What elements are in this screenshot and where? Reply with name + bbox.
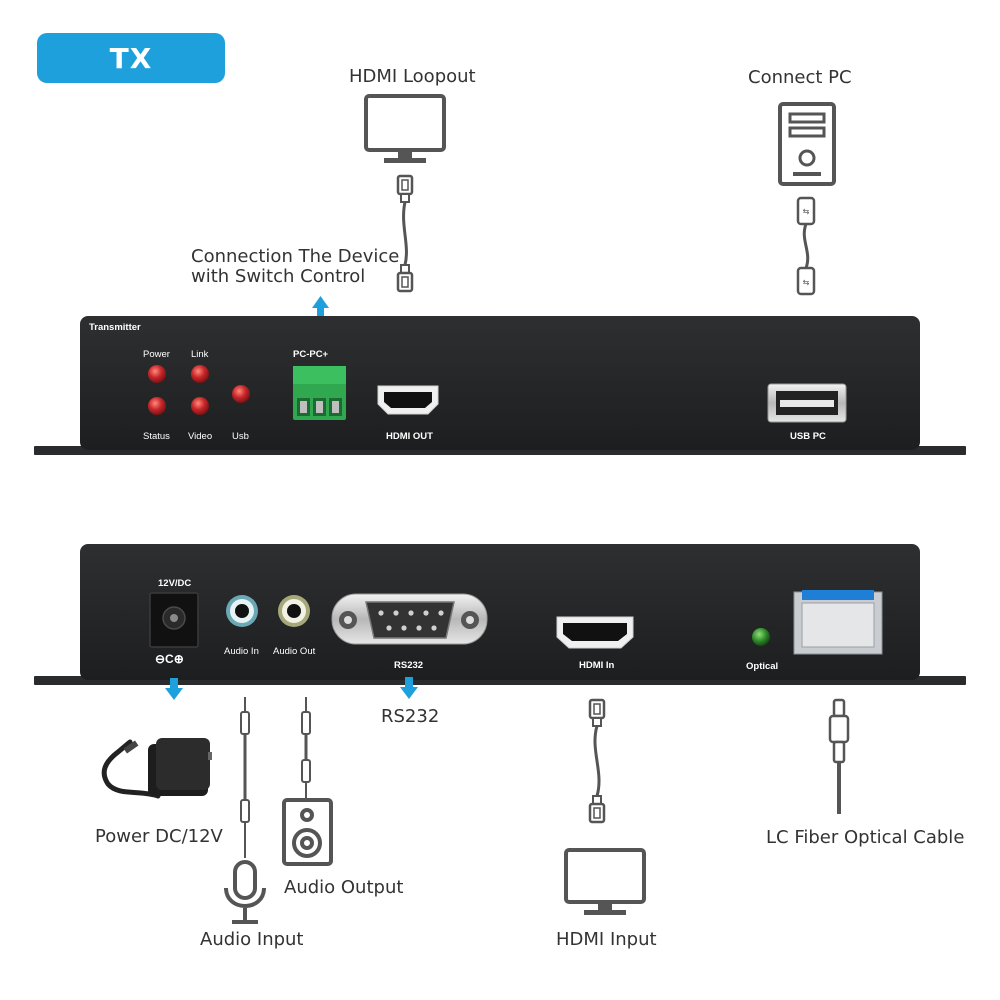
audio-in-jack [226, 595, 258, 627]
led-link [191, 365, 209, 383]
svg-text:⇆: ⇆ [803, 278, 810, 287]
audio-out-jack [278, 595, 310, 627]
led-usb [232, 385, 250, 403]
usb-pc-label: USB PC [790, 431, 826, 442]
panel-title: Transmitter [89, 322, 141, 333]
fiber-cable-icon [828, 698, 850, 814]
dc-polarity-label: ⊖C⊕ [155, 652, 184, 666]
hdmi-cable-icon-top [396, 174, 414, 293]
rs232-panel-label: RS232 [394, 660, 424, 671]
optical-label: Optical [746, 661, 779, 672]
monitor-icon-input [564, 848, 646, 915]
audio-output-label: Audio Output [284, 877, 404, 898]
led-video [191, 397, 209, 415]
speaker-icon [282, 798, 333, 866]
rs232-callout-label: RS232 [381, 706, 440, 727]
switch-control-label-line1: Connection The Device [191, 246, 400, 267]
rs232-port [331, 593, 488, 645]
switch-control-label-line2: with Switch Control [191, 266, 366, 287]
led-power-label: Power [143, 349, 170, 360]
audio-in-label: Audio In [224, 646, 259, 657]
led-usb-label: Usb [232, 431, 249, 442]
power-adapter-icon [101, 738, 212, 799]
arrow-up-icon [312, 296, 329, 320]
fiber-cable-label: LC Fiber Optical Cable [766, 827, 965, 848]
led-power [148, 365, 166, 383]
dc-jack [149, 592, 199, 648]
tx-badge: TX [37, 33, 225, 83]
led-status [148, 397, 166, 415]
audio-input-label: Audio Input [200, 929, 304, 950]
hdmi-in-label: HDMI In [579, 660, 615, 671]
audio-cable-icon-in [240, 697, 250, 858]
arrow-down-icon-power [165, 678, 183, 700]
arrow-down-icon-rs232 [400, 677, 418, 699]
rear-panel [34, 544, 966, 685]
hdmi-out-label: HDMI OUT [386, 431, 433, 442]
usb-pc-port [767, 383, 847, 423]
hdmi-out-port [377, 385, 439, 415]
connect-pc-label: Connect PC [748, 67, 852, 88]
svg-text:⇆: ⇆ [803, 207, 810, 216]
led-status-label: Status [143, 431, 170, 442]
led-video-label: Video [188, 431, 213, 442]
hdmi-loopout-label: HDMI Loopout [349, 66, 476, 87]
dc-label: 12V/DC [158, 578, 192, 589]
pc-tower-icon [778, 102, 836, 186]
front-panel [34, 316, 966, 455]
audio-out-label: Audio Out [273, 646, 316, 657]
hdmi-in-port [556, 616, 634, 649]
audio-cable-icon-out [301, 697, 311, 798]
terminal-label: PC-PC+ [293, 349, 329, 360]
power-dc-label: Power DC/12V [95, 826, 223, 847]
monitor-icon-loopout [364, 94, 446, 163]
hdmi-input-label: HDMI Input [556, 929, 657, 950]
microphone-icon [224, 860, 266, 924]
led-link-label: Link [191, 349, 209, 360]
sfp-fiber-port [793, 590, 883, 655]
led-optical [752, 628, 770, 646]
terminal-block [293, 366, 346, 420]
usb-cable-icon: ⇆ ⇆ [796, 196, 816, 296]
hdmi-cable-icon-bottom [588, 698, 606, 824]
